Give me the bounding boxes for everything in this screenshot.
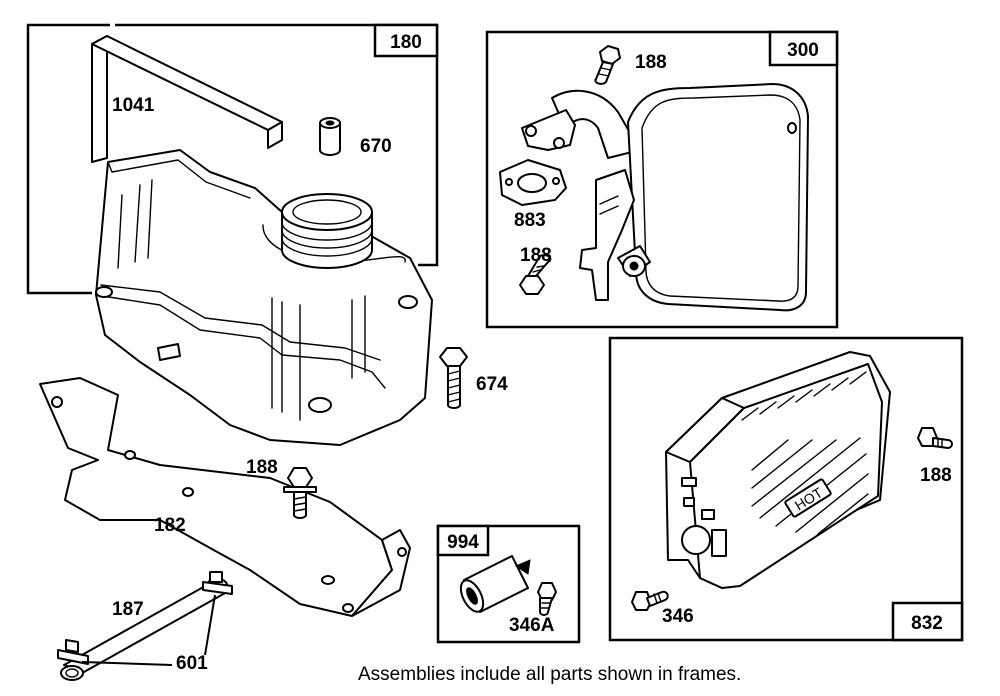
clamp-601	[57, 571, 233, 665]
bolt-188-muffler	[519, 254, 552, 295]
frame-994: 994	[436, 524, 581, 644]
spark-arrester	[459, 555, 531, 613]
label-1041: 1041	[112, 95, 155, 116]
label-188-bracket: 188	[246, 457, 278, 478]
leader-601-upper	[204, 594, 216, 656]
screw-346	[631, 590, 669, 611]
frame-180-tag: 180	[390, 32, 422, 53]
fuel-line-187	[60, 578, 228, 681]
label-883: 883	[514, 210, 546, 231]
frame-300: 300	[485, 30, 839, 329]
bracket-182	[39, 377, 411, 617]
bolt-674	[439, 347, 468, 409]
frame-300-tag: 300	[787, 40, 819, 61]
frame-832: 832	[608, 336, 964, 642]
label-601: 601	[176, 653, 208, 674]
muffler	[579, 83, 809, 312]
leader-601-lower	[81, 661, 173, 666]
bolt-188-top	[594, 45, 621, 85]
exhaust-pipe	[521, 89, 641, 159]
label-346a: 346A	[509, 615, 555, 636]
label-188-guard: 188	[920, 465, 952, 486]
screw-346a	[537, 582, 557, 616]
bolt-188-bracket	[283, 467, 317, 519]
muffler-guard: HOT	[665, 351, 891, 589]
frame-994-tag: 994	[447, 532, 479, 553]
label-674: 674	[476, 374, 508, 395]
frame-180: 180	[26, 23, 439, 295]
frame-832-tag: 832	[911, 613, 943, 634]
bushing-670	[319, 117, 341, 156]
label-188-muffler: 188	[520, 245, 552, 266]
label-187: 187	[112, 599, 144, 620]
label-670: 670	[360, 136, 392, 157]
bolt-188-guard	[917, 427, 953, 449]
footnote: Assemblies include all parts shown in fr…	[358, 664, 742, 685]
label-346: 346	[662, 606, 694, 627]
label-182: 182	[154, 515, 186, 536]
label-188-top: 188	[635, 52, 667, 73]
gasket-883	[499, 159, 567, 206]
strap-1041	[91, 35, 283, 163]
fuel-tank	[95, 149, 433, 446]
